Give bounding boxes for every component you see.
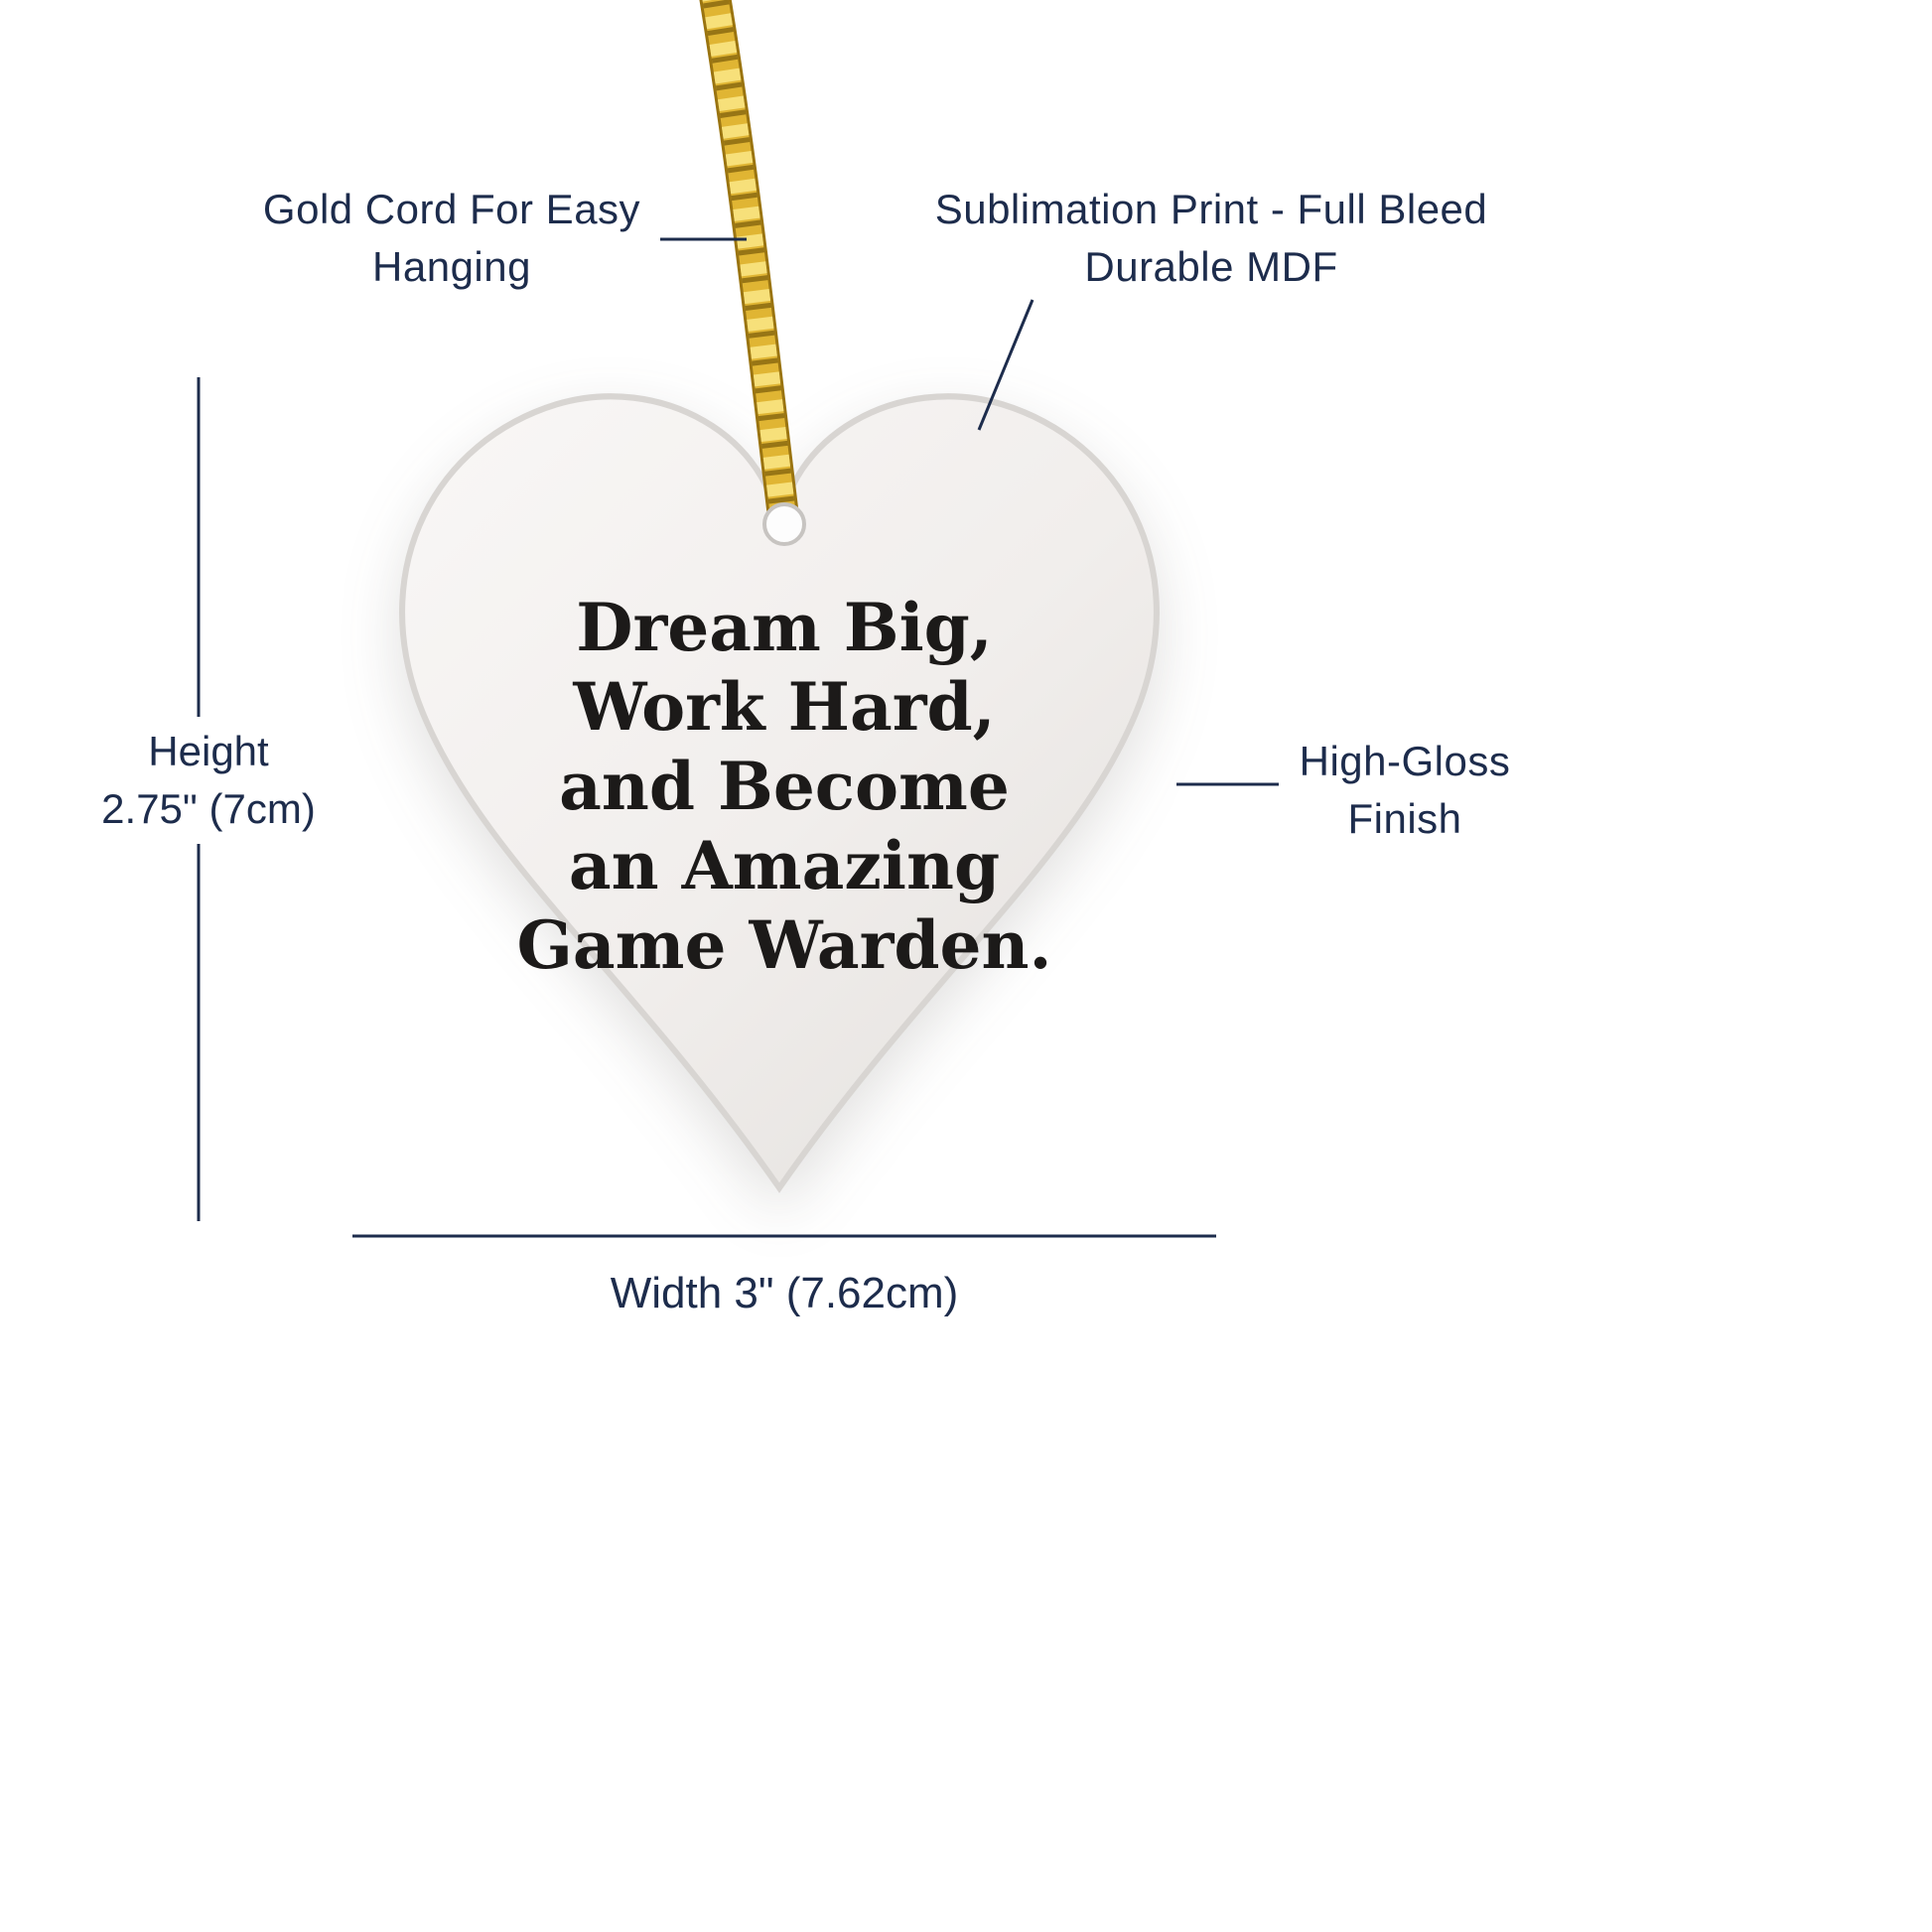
ornament-heart: [328, 367, 1231, 1231]
quote-line: Game Warden.: [516, 906, 1052, 984]
ornament-quote: Dream Big, Work Hard, and Become an Amaz…: [486, 588, 1082, 985]
quote-line: an Amazing: [568, 827, 1001, 904]
cord-callout-line: Hanging: [372, 243, 531, 290]
cord-hole-icon: [762, 502, 806, 546]
heart-shape: [399, 393, 1160, 1193]
cord-callout-label: Gold Cord For Easy Hanging: [243, 181, 660, 296]
heart-surface: [399, 393, 1160, 1193]
finish-callout-line: Finish: [1347, 795, 1462, 842]
finish-callout-line: High-Gloss: [1299, 738, 1511, 784]
finish-callout-label: High-Gloss Finish: [1281, 733, 1529, 848]
height-dimension-label: Height 2.75" (7cm): [69, 717, 347, 844]
print-callout-label: Sublimation Print - Full Bleed Durable M…: [913, 181, 1509, 296]
height-label-line: 2.75" (7cm): [101, 785, 316, 832]
quote-line: and Become: [559, 748, 1010, 825]
hanging-cord-icon: [699, 0, 798, 524]
cord-callout-line: Gold Cord For Easy: [262, 186, 641, 232]
print-callout-line: Sublimation Print - Full Bleed: [934, 186, 1488, 232]
leader-line-print: [977, 299, 1035, 431]
quote-line: Work Hard,: [573, 668, 996, 746]
height-label-line: Height: [148, 728, 269, 774]
quote-line: Dream Big,: [576, 589, 993, 666]
print-callout-line: Durable MDF: [1084, 243, 1338, 290]
width-dimension-label: Width 3" (7.62cm): [610, 1269, 959, 1317]
